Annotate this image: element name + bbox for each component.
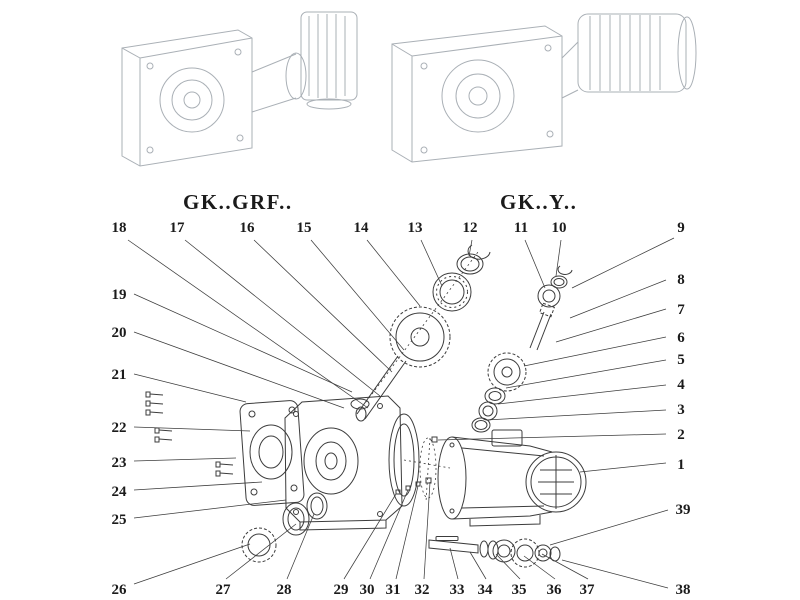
assembled-view-y [391, 13, 697, 163]
part-label-27: 27 [215, 582, 231, 598]
assembled-view-grf [121, 11, 358, 167]
part-label-11: 11 [513, 220, 529, 236]
exploded-view [145, 244, 587, 568]
leader-lines [127, 237, 675, 589]
part-label-39: 39 [675, 502, 691, 518]
part-label-29: 29 [333, 582, 349, 598]
assembly-axes [365, 251, 479, 503]
part-label-24: 24 [111, 484, 127, 500]
part-label-38: 38 [675, 582, 691, 598]
part-label-13: 13 [407, 220, 423, 236]
part-label-30: 30 [359, 582, 375, 598]
part-label-28: 28 [276, 582, 292, 598]
part-label-7: 7 [677, 302, 685, 318]
part-label-10: 10 [551, 220, 567, 236]
motor [437, 429, 587, 527]
part-label-1: 1 [677, 457, 685, 473]
part-label-31: 31 [385, 582, 401, 598]
part-label-22: 22 [111, 420, 127, 436]
part-label-19: 19 [111, 287, 127, 303]
part-label-17: 17 [169, 220, 185, 236]
part-label-26: 26 [111, 582, 127, 598]
part-label-16: 16 [239, 220, 255, 236]
part-label-14: 14 [353, 220, 369, 236]
part-label-35: 35 [511, 582, 527, 598]
part-label-34: 34 [477, 582, 493, 598]
part-label-20: 20 [111, 325, 127, 341]
part-label-5: 5 [677, 352, 685, 368]
part-label-36: 36 [546, 582, 562, 598]
seal-rings-and-bearing [241, 492, 328, 563]
part-label-23: 23 [111, 455, 127, 471]
input-gear-stack [355, 244, 491, 422]
part-label-32: 32 [414, 582, 430, 598]
part-label-6: 6 [677, 330, 685, 346]
flange-plate [239, 400, 305, 506]
gearbox-housing [284, 395, 420, 531]
pinion-shaft-stack [471, 265, 573, 433]
part-label-33: 33 [449, 582, 465, 598]
output-shaft-assembly [428, 536, 561, 568]
model-title-grf: GK..GRF.. [183, 190, 293, 214]
part-label-21: 21 [111, 367, 127, 383]
part-label-4: 4 [677, 377, 685, 393]
part-label-8: 8 [677, 272, 685, 288]
motor-flange-fasteners [395, 436, 438, 495]
part-label-2: 2 [677, 427, 685, 443]
model-title-y: GK..Y.. [500, 190, 578, 214]
part-label-9: 9 [677, 220, 685, 236]
part-label-25: 25 [111, 512, 127, 528]
part-label-15: 15 [296, 220, 312, 236]
flange-screws [145, 391, 234, 477]
part-label-3: 3 [677, 402, 685, 418]
part-label-12: 12 [462, 220, 478, 236]
part-label-18: 18 [111, 220, 127, 236]
part-label-37: 37 [579, 582, 595, 598]
